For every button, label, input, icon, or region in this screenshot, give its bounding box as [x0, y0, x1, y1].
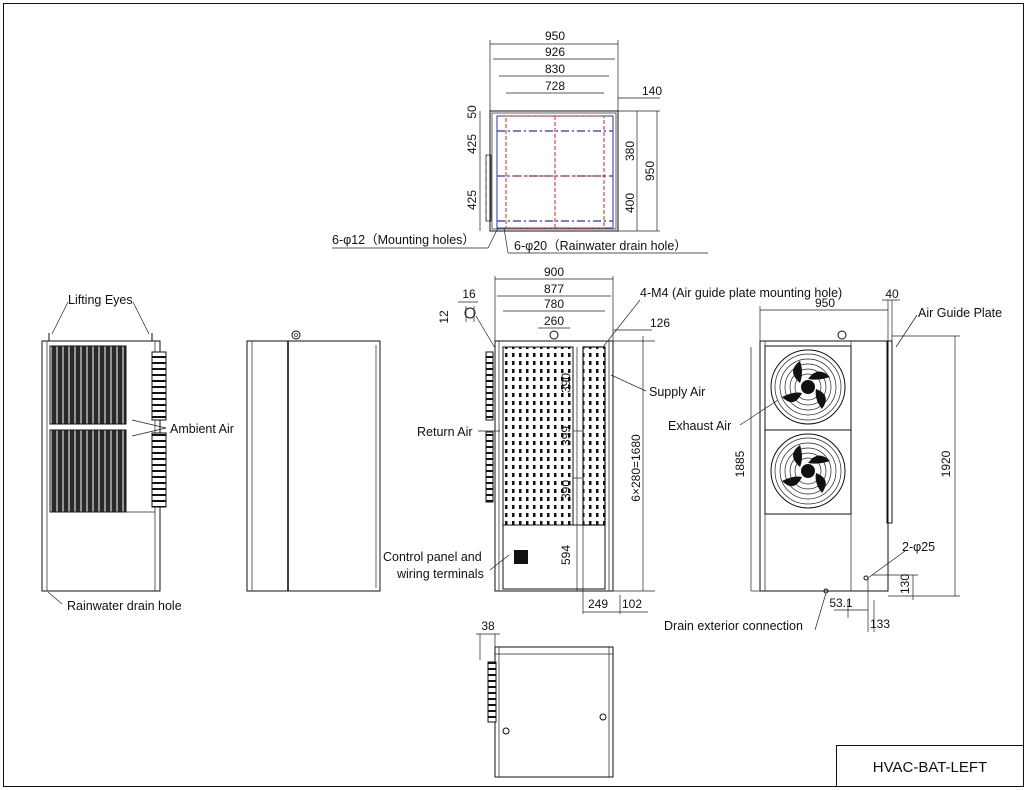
front-dim-877: 877 [544, 282, 564, 296]
rear-dim-133: 133 [870, 617, 890, 631]
sheet-border [3, 3, 1024, 787]
top-dim-425-lower: 425 [465, 190, 479, 210]
lifting-eyes-label: Lifting Eyes [68, 293, 133, 307]
top-dim-830: 830 [545, 62, 565, 76]
left-side-view: Lifting Eyes Ambient Air Rainwater drain… [41, 293, 234, 613]
front-dim-780: 780 [544, 297, 564, 311]
mounting-holes-note: 6-φ12（Mounting holes） [332, 233, 475, 247]
top-dim-728: 728 [545, 79, 565, 93]
drain-holes-note: 2-φ25 [902, 540, 935, 554]
top-dim-380: 380 [623, 141, 637, 161]
front-dim-594: 594 [559, 545, 573, 565]
front-dim-1680: 6×280=1680 [629, 434, 643, 502]
rear-dim-1920: 1920 [939, 450, 953, 477]
rear-view: 950 40 Air Guide Plate Exhaust Air 1885 … [664, 287, 1002, 633]
top-dim-140: 140 [642, 84, 662, 98]
front-dim-16: 16 [462, 287, 476, 301]
top-dim-926: 926 [545, 45, 565, 59]
front-dim-260: 260 [544, 314, 564, 328]
supply-air-label: Supply Air [649, 385, 705, 399]
rear-dim-53-1: 53.1 [829, 596, 853, 610]
rainwater-drain-hole-label: Rainwater drain hole [67, 599, 182, 613]
rear-dim-130: 130 [898, 574, 912, 594]
ambient-air-label: Ambient Air [170, 422, 234, 436]
front-dim-126: 126 [650, 316, 670, 330]
front-dim-390-upper: 390 [559, 373, 573, 393]
top-dim-425-upper: 425 [465, 134, 479, 154]
model-name: HVAC-BAT-LEFT [873, 759, 987, 776]
front-dim-390-lower: 390 [559, 480, 573, 500]
fan-upper-icon [770, 349, 846, 425]
front-view: 900 877 780 260 16 12 4-M4 (Air guide pl… [383, 265, 842, 614]
drain-hole-note: 6-φ20（Rainwater drain hole） [514, 239, 687, 253]
rear-dim-40: 40 [885, 287, 899, 301]
front-dim-900: 900 [544, 265, 564, 279]
top-view: 950 926 830 728 140 50 425 425 380 400 9… [332, 29, 708, 254]
exhaust-air-label: Exhaust Air [668, 419, 731, 433]
drain-exterior-connection-label: Drain exterior connection [664, 619, 803, 633]
bottom-dim-38: 38 [481, 619, 495, 633]
rear-dim-950: 950 [815, 296, 835, 310]
front-dim-249: 249 [588, 597, 608, 611]
m4-mounting-hole-note: 4-M4 (Air guide plate mounting hole) [640, 286, 842, 300]
title-block: HVAC-BAT-LEFT [836, 745, 1024, 787]
rear-dim-1885: 1885 [733, 450, 747, 477]
side-profile-view [246, 330, 381, 592]
top-dim-50: 50 [465, 105, 479, 119]
top-dim-950-depth: 950 [643, 161, 657, 181]
bottom-side-view: 38 [476, 619, 614, 778]
fan-lower-icon [770, 433, 846, 509]
return-air-label: Return Air [417, 425, 473, 439]
top-dim-950: 950 [545, 29, 565, 43]
front-dim-102: 102 [622, 597, 642, 611]
front-dim-399: 399 [559, 426, 573, 446]
front-dim-12: 12 [437, 310, 451, 324]
control-panel-label-line2: wiring terminals [396, 567, 484, 581]
control-panel-label-line1: Control panel and [383, 550, 482, 564]
air-guide-plate-label: Air Guide Plate [918, 306, 1002, 320]
top-dim-400: 400 [623, 193, 637, 213]
